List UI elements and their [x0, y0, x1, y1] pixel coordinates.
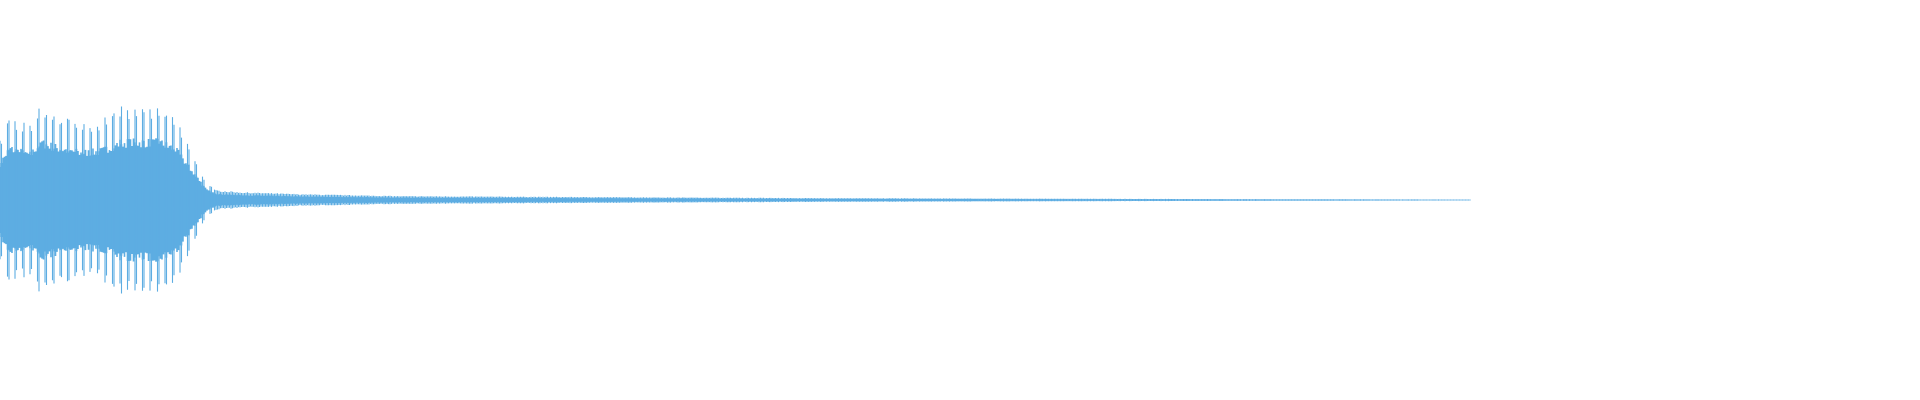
waveform-peaks	[0, 106, 1471, 294]
